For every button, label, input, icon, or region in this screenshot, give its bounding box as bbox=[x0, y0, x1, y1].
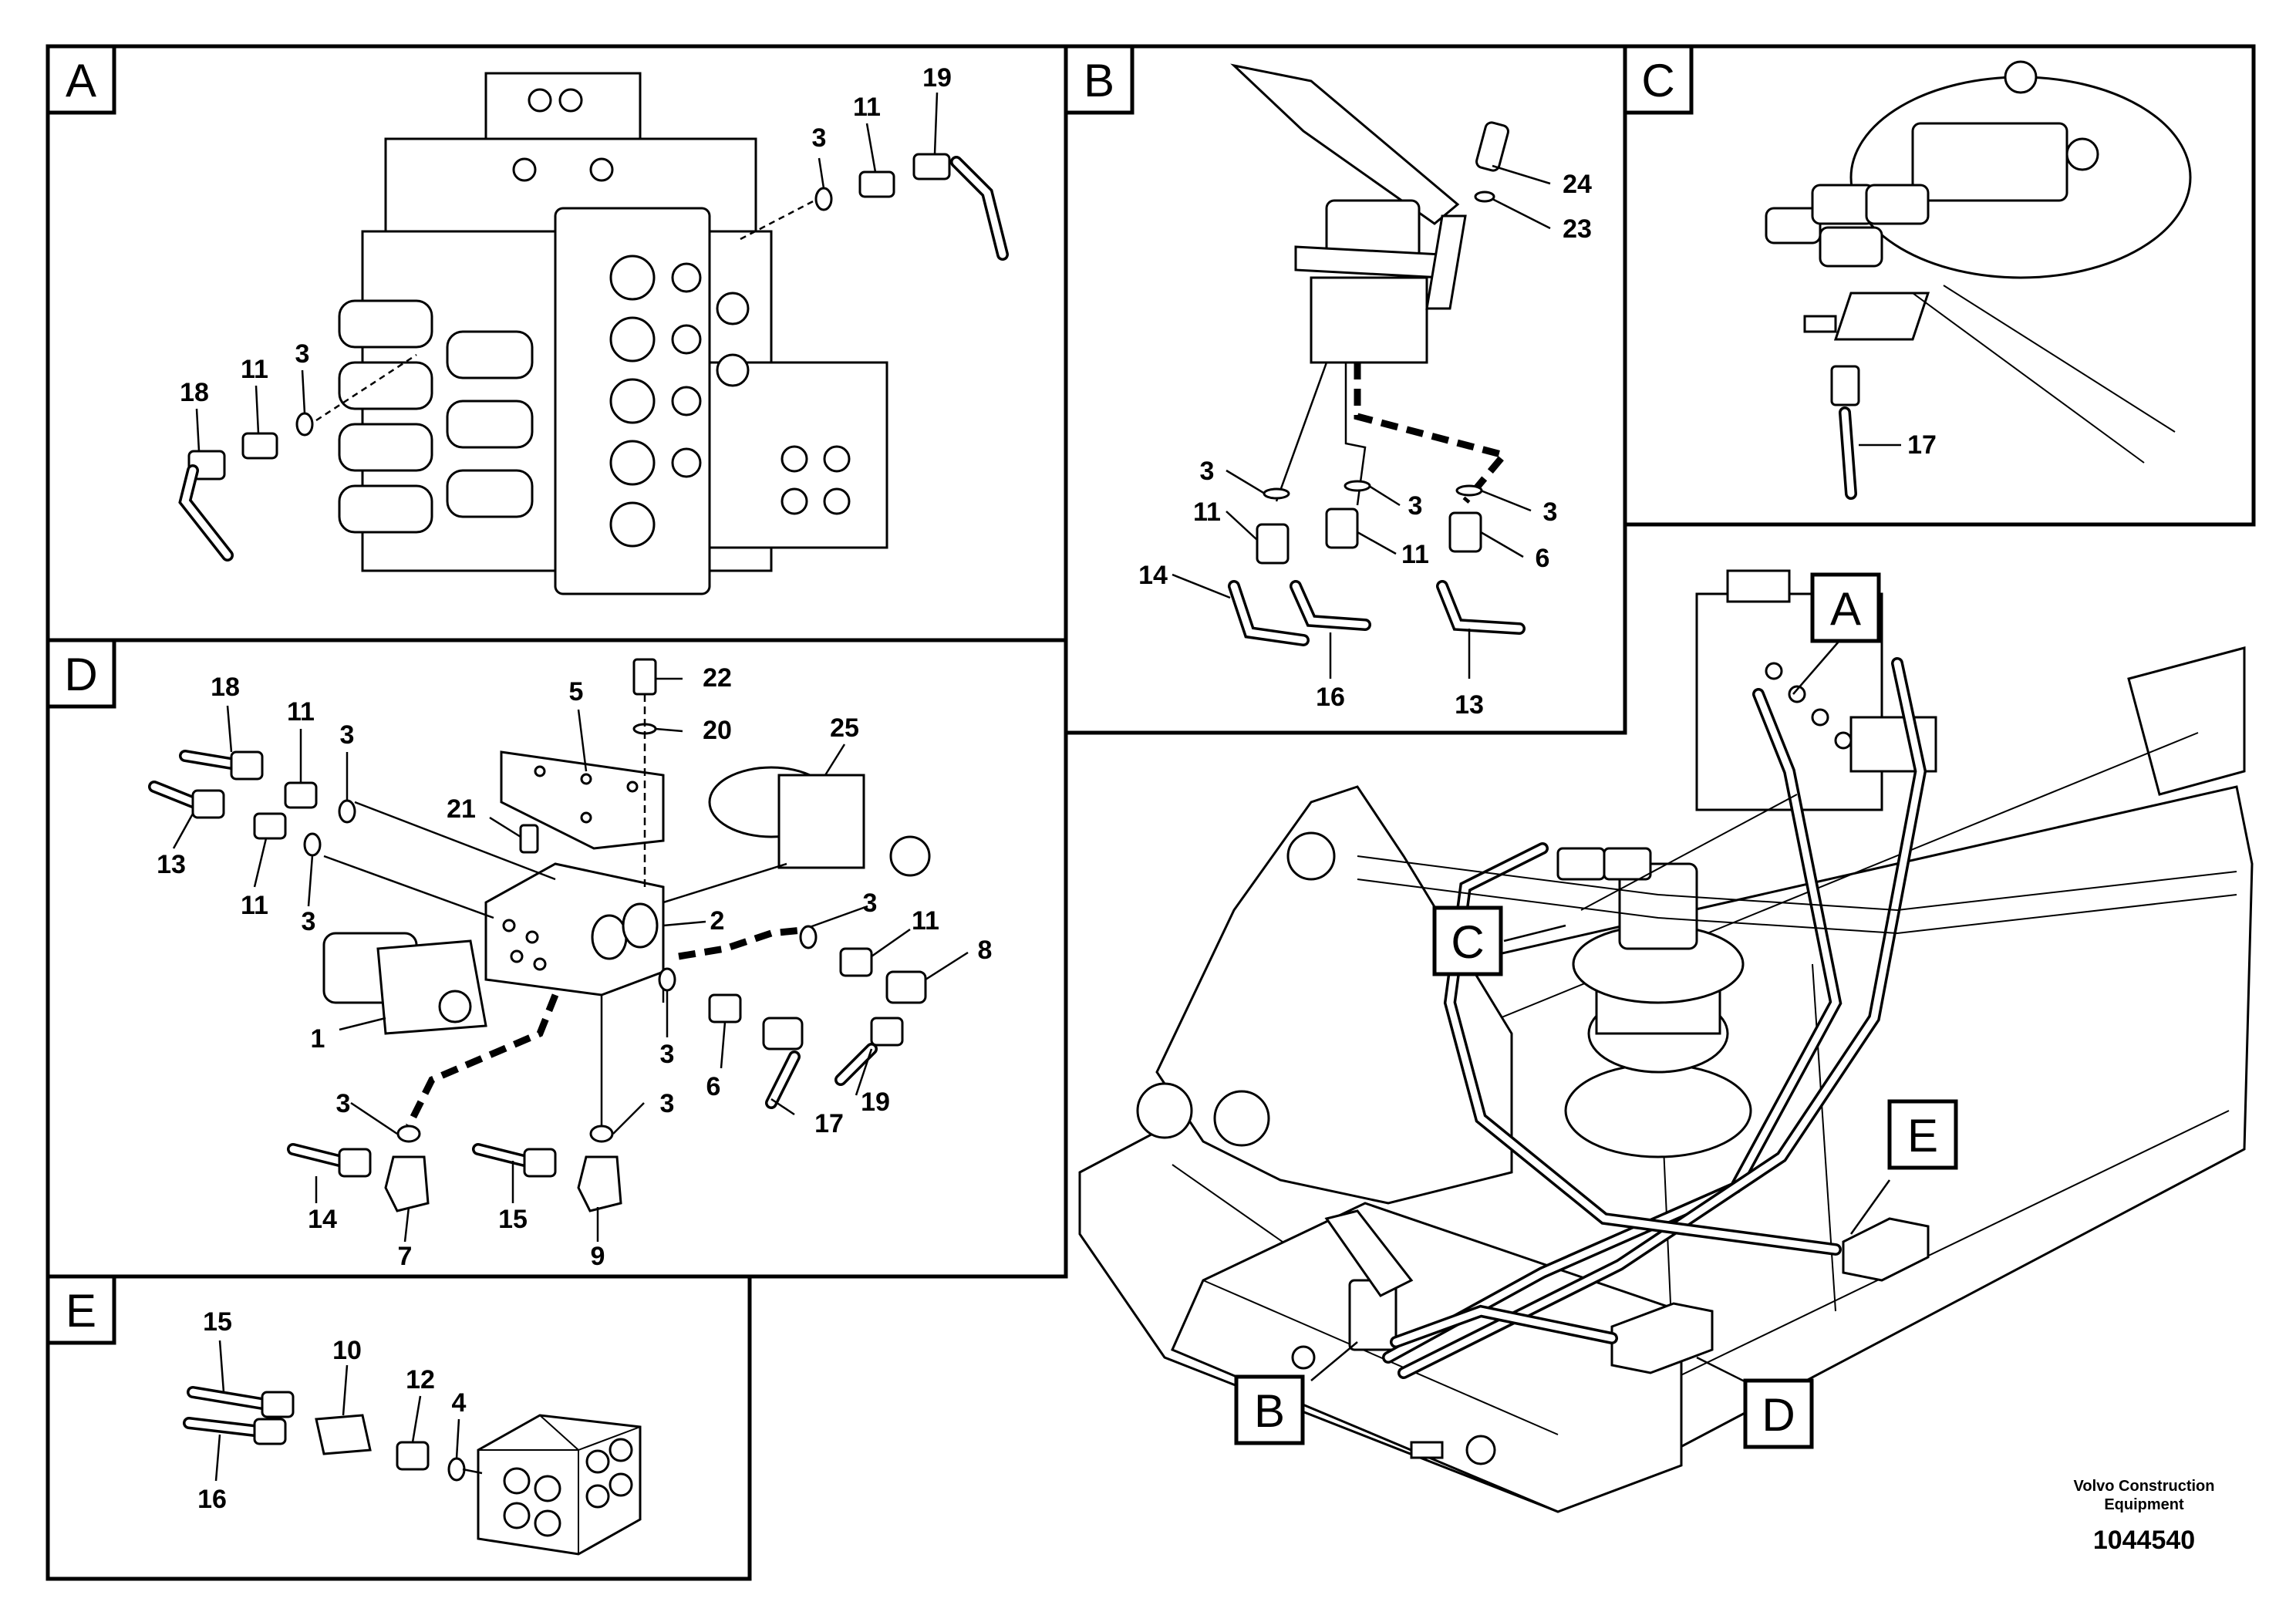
panel-d-callout: 13 bbox=[157, 850, 186, 879]
panel-b-callout: 24 bbox=[1563, 170, 1592, 199]
pedal-valve-drawing bbox=[1230, 63, 1509, 364]
panel-c-tag: C bbox=[1641, 55, 1674, 106]
panel-a-tag-box bbox=[46, 44, 116, 115]
panel-d-callout: 3 bbox=[336, 1089, 351, 1118]
panel-b-tag-box bbox=[1064, 44, 1135, 115]
swing-motor-drawing bbox=[1765, 60, 2192, 500]
panel-d-callout: 11 bbox=[912, 906, 939, 936]
panel-a-callout: 19 bbox=[922, 63, 952, 93]
document-number: 1044540 bbox=[2093, 1526, 2195, 1555]
panel-d-callout: 6 bbox=[706, 1072, 721, 1101]
panel-a-callout: 18 bbox=[180, 378, 209, 407]
panel-a-callout: 3 bbox=[812, 123, 827, 153]
panel-d-callout: 15 bbox=[498, 1205, 528, 1234]
panel-e-callout: 12 bbox=[406, 1365, 435, 1394]
panel-a-tag: A bbox=[66, 55, 96, 106]
panel-d-callout: 17 bbox=[814, 1109, 844, 1138]
panel-b-callout: 3 bbox=[1408, 491, 1423, 521]
panel-d-callout: 3 bbox=[660, 1040, 675, 1069]
panel-d-callout: 3 bbox=[660, 1089, 675, 1118]
panel-d-callout: 3 bbox=[340, 720, 355, 750]
overview-tag-d: D bbox=[1762, 1389, 1795, 1441]
panel-b-callout: 23 bbox=[1563, 214, 1592, 244]
pedal-fittings bbox=[1228, 480, 1526, 646]
block-fittings bbox=[148, 750, 927, 1212]
panel-b-callout: 6 bbox=[1536, 544, 1550, 573]
panel-d-callout: 22 bbox=[703, 663, 732, 693]
panel-d-callout: 19 bbox=[861, 1088, 890, 1117]
panel-a-callout: 11 bbox=[241, 355, 268, 384]
panel-e-callout: 10 bbox=[332, 1336, 362, 1365]
panel-d-callout: 2 bbox=[710, 906, 725, 936]
panel-b-callout: 14 bbox=[1138, 561, 1168, 590]
overview-tag-b-box bbox=[1234, 1374, 1305, 1445]
panel-d-callout: 25 bbox=[830, 713, 859, 743]
panel-b-callout: 13 bbox=[1455, 690, 1484, 720]
overview-tag-e: E bbox=[1907, 1110, 1938, 1162]
panel-b-tag: B bbox=[1084, 55, 1114, 106]
panel-e-callout: 16 bbox=[197, 1485, 227, 1514]
panel-d-callout: 3 bbox=[302, 907, 316, 936]
panel-d-callout: 9 bbox=[591, 1242, 605, 1271]
panel-e-callout: 4 bbox=[452, 1388, 467, 1418]
panel-a-callout: 11 bbox=[853, 93, 881, 122]
panel-d-callout: 20 bbox=[703, 716, 732, 745]
overview-tag-c-box bbox=[1432, 905, 1503, 976]
panel-d-callout: 21 bbox=[447, 794, 476, 824]
machine-overview bbox=[1078, 569, 2254, 1513]
panel-d-callout: 11 bbox=[287, 697, 315, 727]
panel-a: A bbox=[46, 44, 1068, 642]
panel-d-callout: 14 bbox=[308, 1205, 337, 1234]
panel-c-callout: 17 bbox=[1907, 430, 1937, 460]
panel-a-right-fittings bbox=[740, 153, 1009, 261]
junction-block-drawing bbox=[477, 1414, 642, 1556]
panel-d-callout: 18 bbox=[211, 673, 240, 702]
panel-b: B bbox=[1064, 44, 1627, 735]
panel-b-callout: 11 bbox=[1401, 540, 1429, 569]
panel-e: E 15 10 12 4 16 bbox=[46, 1274, 752, 1581]
overview-tag-a-box bbox=[1810, 572, 1881, 643]
panel-e-tag-box bbox=[46, 1274, 116, 1345]
panel-d-callout: 5 bbox=[569, 677, 584, 706]
overview-tag-d-box bbox=[1743, 1378, 1814, 1449]
panel-a-left-fittings bbox=[178, 353, 417, 561]
overview-tag-e-box bbox=[1887, 1099, 1958, 1170]
panel-e-callout: 15 bbox=[203, 1307, 232, 1337]
panel-d-tag-box bbox=[46, 638, 116, 709]
panel-e-frame bbox=[46, 1274, 752, 1581]
overview-tag-b: B bbox=[1254, 1385, 1285, 1437]
junction-fittings bbox=[183, 1386, 483, 1482]
control-valve-drawing bbox=[338, 72, 888, 595]
panel-d-callout: 8 bbox=[978, 936, 993, 965]
panel-d-callout: 7 bbox=[398, 1242, 413, 1271]
panel-b-callout: 3 bbox=[1200, 457, 1215, 486]
panel-c: C 17 bbox=[1623, 44, 2256, 527]
panel-e-tag: E bbox=[66, 1285, 96, 1337]
overview-tag-c: C bbox=[1451, 916, 1484, 968]
overview-tag-a: A bbox=[1830, 583, 1861, 635]
panel-b-callout: 16 bbox=[1316, 683, 1345, 712]
panel-d-tag: D bbox=[64, 649, 97, 700]
panel-b-callout: 3 bbox=[1543, 497, 1558, 527]
panel-b-callout: 11 bbox=[1193, 497, 1221, 527]
credit-line-2: Equipment bbox=[2104, 1496, 2184, 1513]
panel-d-callout: 11 bbox=[241, 891, 268, 920]
panel-d-callout: 1 bbox=[311, 1024, 325, 1054]
panel-a-callout: 3 bbox=[295, 339, 310, 369]
panel-d-callout: 3 bbox=[863, 889, 878, 918]
valve-block-drawing bbox=[322, 658, 931, 1035]
panel-c-tag-box bbox=[1623, 44, 1694, 115]
credit-line-1: Volvo Construction bbox=[2074, 1478, 2215, 1495]
panel-d: D bbox=[46, 638, 1068, 1279]
